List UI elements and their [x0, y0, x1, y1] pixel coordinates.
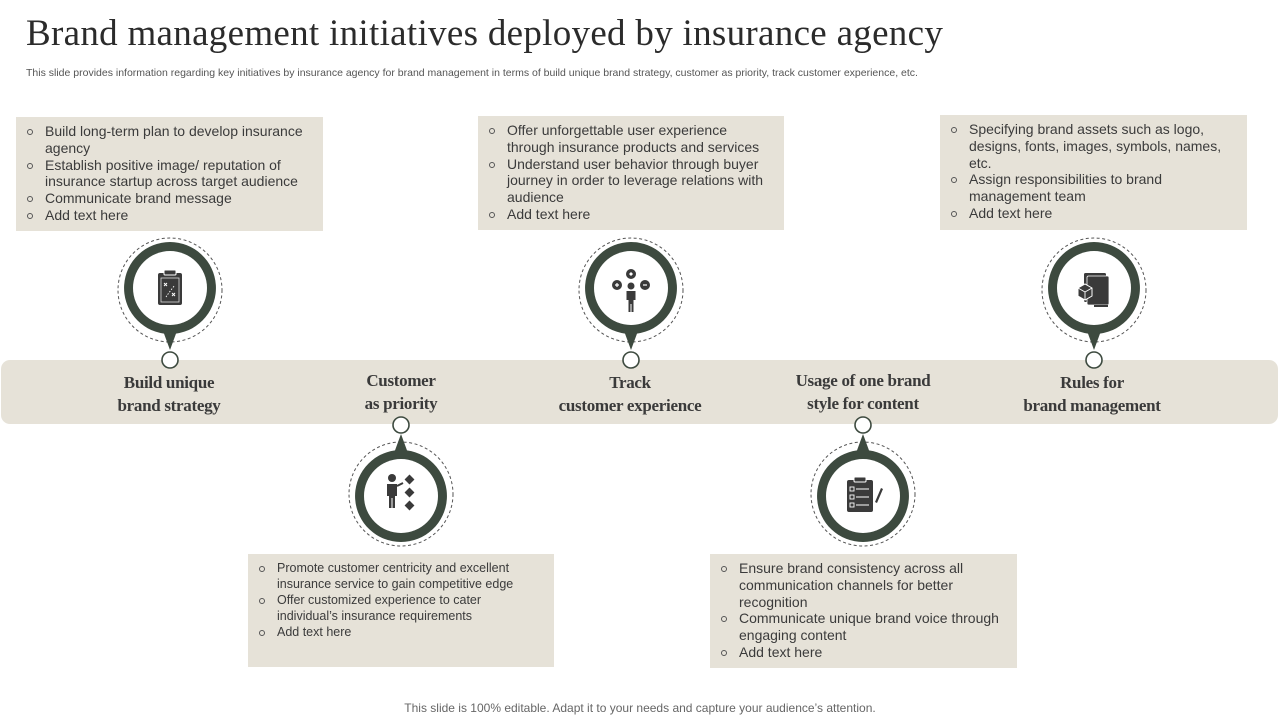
bullet: Communicate brand message: [26, 190, 313, 207]
bullet: Ensure brand consistency across all comm…: [720, 560, 1007, 610]
strategy-board-icon: [158, 269, 182, 305]
brand-assets-icon: [1077, 273, 1110, 307]
step-4-text-box: Ensure brand consistency across all comm…: [710, 554, 1017, 668]
step-1-label-line1: Build unique: [123, 373, 215, 392]
bullet: Specifying brand assets such as logo, de…: [950, 121, 1237, 171]
step-2-text-box: Promote customer centricity and excellen…: [248, 554, 554, 667]
step-3-pin: [578, 237, 684, 369]
bullet: Establish positive image/ reputation of …: [26, 157, 313, 191]
bullet: Communicate unique brand voice through e…: [720, 610, 1007, 644]
step-4-label: Usage of one brand style for content: [743, 369, 983, 415]
customer-feedback-icon: [612, 269, 650, 312]
step-5-label-line2: brand management: [1023, 396, 1161, 415]
bullet: Offer customized experience to cater ind…: [258, 592, 544, 624]
step-4-pin: [810, 416, 916, 547]
step-5-pin: [1041, 237, 1147, 369]
step-2-label-line1: Customer: [366, 371, 436, 390]
step-3-text-box: Offer unforgettable user experience thro…: [478, 116, 784, 230]
step-5-bullets: Specifying brand assets such as logo, de…: [950, 121, 1237, 222]
step-1-label-line2: brand strategy: [117, 396, 221, 415]
step-2-bullets: Promote customer centricity and excellen…: [258, 560, 544, 640]
step-4-label-line1: Usage of one brand: [795, 371, 931, 390]
step-2-pin: [348, 416, 454, 547]
step-5-text-box: Specifying brand assets such as logo, de…: [940, 115, 1247, 230]
bullet: Build long-term plan to develop insuranc…: [26, 123, 313, 157]
bullet: Assign responsibilities to brand managem…: [950, 171, 1237, 205]
footer-note: This slide is 100% editable. Adapt it to…: [404, 701, 876, 715]
bullet: Offer unforgettable user experience thro…: [488, 122, 774, 156]
timeline-band: [1, 360, 1278, 424]
step-3-label-line2: customer experience: [558, 396, 702, 415]
bullet: Understand user behavior through buyer j…: [488, 156, 774, 206]
page-subtitle: This slide provides information regardin…: [26, 67, 918, 79]
step-5-label-line1: Rules for: [1060, 373, 1124, 392]
bullet: Promote customer centricity and excellen…: [258, 560, 544, 592]
step-3-label: Track customer experience: [510, 371, 750, 417]
step-5-label: Rules for brand management: [972, 371, 1212, 417]
page-title: Brand management initiatives deployed by…: [26, 13, 944, 54]
step-2-label-line2: as priority: [364, 394, 438, 413]
checklist-clipboard-icon: [847, 476, 883, 512]
bullet: Add text here: [950, 205, 1237, 222]
step-3-label-line1: Track: [609, 373, 651, 392]
bullet: Add text here: [488, 206, 774, 223]
step-4-label-line2: style for content: [807, 394, 919, 413]
bullet: Add text here: [26, 207, 313, 224]
bullet: Add text here: [720, 644, 1007, 661]
step-1-bullets: Build long-term plan to develop insuranc…: [26, 123, 313, 224]
step-1-text-box: Build long-term plan to develop insuranc…: [16, 117, 323, 231]
bullet: Add text here: [258, 624, 544, 640]
step-2-label: Customer as priority: [281, 369, 521, 415]
step-4-bullets: Ensure brand consistency across all comm…: [720, 560, 1007, 661]
step-1-pin: [117, 237, 223, 369]
step-3-bullets: Offer unforgettable user experience thro…: [488, 122, 774, 223]
step-1-label: Build unique brand strategy: [49, 371, 289, 417]
